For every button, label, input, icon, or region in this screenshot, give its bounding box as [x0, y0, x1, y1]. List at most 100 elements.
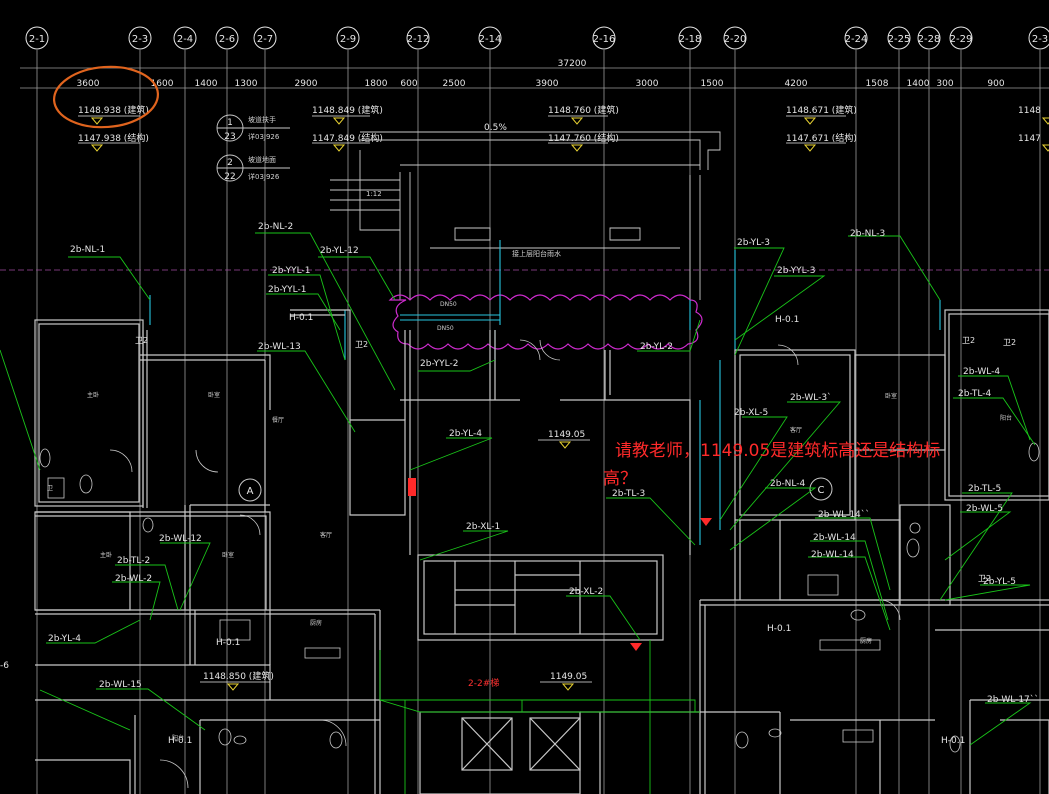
- label-yl-3: 2b-YL-3: [737, 238, 770, 248]
- label-wl-12: 2b-WL-12: [159, 534, 202, 544]
- room-label: 卫2: [135, 336, 148, 345]
- label-nl-4: 2b-NL-4: [770, 479, 806, 489]
- axis-a-c-bubbles: A C: [238, 477, 833, 502]
- cyan-pipes: [149, 240, 941, 545]
- ramp-label: 1:12: [366, 190, 382, 198]
- slope-label: 0.5%: [484, 123, 507, 133]
- axis-grid-lines: [0, 50, 1049, 794]
- room-label: 阳台: [1000, 414, 1012, 422]
- door-swings: [109, 339, 901, 789]
- stair-label: 2-2#梯: [468, 677, 499, 689]
- red-marks: [408, 478, 712, 651]
- label-wl-17: 2b-WL-17``: [987, 694, 1039, 705]
- dim-900: 900: [987, 79, 1004, 89]
- detail1-title: 坡道扶手: [248, 115, 276, 124]
- label-yyl-1a: 2b-YYL-1: [272, 266, 310, 276]
- elev-b2-building: 1148.849 (建筑): [312, 104, 383, 116]
- axis-label-2-14: 2-14: [479, 34, 502, 45]
- elev-top-left-building: 1148.938 (建筑): [78, 104, 149, 116]
- axis-label-2-3-right: 2-3: [1032, 34, 1048, 45]
- label-h01a: H-0.1: [289, 313, 313, 323]
- overall-dimension: 37200: [558, 59, 587, 69]
- canopy-outline: [330, 131, 721, 300]
- elev-right-structure: 1147: [1018, 134, 1041, 144]
- dim-1500: 1500: [701, 79, 724, 89]
- label-yl-2: 2b-YL-2: [640, 342, 673, 352]
- question-annotation: 请教老师，1149.05是建筑标高还是结构标 高？: [603, 441, 940, 489]
- elev-b4-building: 1148.671 (建筑): [786, 104, 857, 116]
- label-tl-4: 2b-TL-4: [958, 389, 991, 399]
- dim-1800: 1800: [365, 79, 388, 89]
- label-wl-14b: 2b-WL-14: [813, 533, 856, 543]
- label-yl-4b: 2b-YL-4: [48, 634, 81, 644]
- dim-1600: 1600: [151, 79, 174, 89]
- dim-2900: 2900: [295, 79, 318, 89]
- label-left-6: -6: [0, 661, 9, 671]
- label-wl-15: 2b-WL-15: [99, 680, 142, 690]
- label-nl-1: 2b-NL-1: [70, 245, 105, 255]
- elev-center: 1149.05: [548, 430, 585, 440]
- room-label: 卧室: [208, 391, 220, 399]
- label-yyl-1b: 2b-YYL-1: [268, 285, 306, 295]
- dn50-label: DN50: [440, 301, 457, 308]
- dn50-label-2: DN50: [437, 325, 454, 332]
- axis-label-2-16: 2-16: [593, 34, 616, 45]
- detail1-ref: 详03J926: [248, 132, 280, 141]
- dimension-texts: 37200 3600 1600 1400 1300 2900 1800 600 …: [77, 59, 1005, 89]
- label-wl-14c: 2b-WL-14: [811, 550, 854, 560]
- elev-b2-structure: 1147.849 (结构): [312, 132, 383, 144]
- room-label: 厨房: [310, 619, 322, 627]
- label-wl-4: 2b-WL-4: [963, 367, 1000, 377]
- detail2-title: 坡道地面: [248, 155, 276, 164]
- detail1-number: 1: [227, 118, 233, 128]
- detail1-sheet: 23: [224, 132, 235, 142]
- label-yl-5: 2b-YL-5: [983, 577, 1016, 587]
- elev-top-left-structure: 1147.938 (结构): [78, 132, 149, 144]
- axis-label-2-3: 2-3: [132, 34, 148, 45]
- room-label: 阳台: [172, 734, 184, 742]
- detail2-number: 2: [227, 158, 233, 168]
- elevation-marks: 1148.938 (建筑) 1147.938 (结构) 1148.849 (建筑…: [78, 104, 1049, 152]
- elev-b4-structure: 1147.671 (结构): [786, 132, 857, 144]
- dim-300: 300: [936, 79, 953, 89]
- elev-bottom-left: 1148.850 (建筑): [203, 670, 274, 682]
- dim-3900: 3900: [536, 79, 559, 89]
- dim-600: 600: [400, 79, 417, 89]
- label-wl-3: 2b-WL-3`: [790, 392, 832, 403]
- room-label: 主卧: [100, 551, 112, 559]
- dim-2500: 2500: [443, 79, 466, 89]
- room-labels: 卫2 卫2 卫2 卫2 卫2 主卧 卧室 客厅 餐厅 厨房 客厅 卧室 主卧 卧…: [47, 336, 1016, 742]
- axis-label-2-20: 2-20: [724, 34, 747, 45]
- room-label: 卧室: [222, 551, 234, 559]
- question-line-1: 请教老师，1149.05是建筑标高还是结构标: [615, 441, 940, 461]
- label-yyl-3: 2b-YYL-3: [777, 266, 815, 276]
- room-label: 主卧: [87, 391, 99, 399]
- orange-highlight-circle: [52, 65, 160, 129]
- label-h01e: H-0.1: [168, 736, 192, 746]
- room-label: 客厅: [790, 426, 802, 434]
- room-label: 卫2: [978, 574, 991, 583]
- label-xl-5: 2b-XL-5: [734, 408, 768, 418]
- axis-label-2-18: 2-18: [679, 34, 702, 45]
- elev-bottom-center: 1149.05: [550, 672, 587, 682]
- label-tl-5: 2b-TL-5: [968, 484, 1001, 494]
- roof-rain-note: 接上层阳台雨水: [512, 249, 561, 258]
- label-tl-2: 2b-TL-2: [117, 556, 150, 566]
- label-h01c: H-0.1: [216, 638, 240, 648]
- pipe-labels: 2b-NL-1 2b-NL-2 2b-YL-12 2b-YYL-1 2b-YYL…: [0, 222, 1039, 746]
- dim-1400: 1400: [195, 79, 218, 89]
- dim-4200: 4200: [785, 79, 808, 89]
- label-yl-4: 2b-YL-4: [449, 429, 482, 439]
- label-wl-13: 2b-WL-13: [258, 342, 301, 352]
- label-wl-2: 2b-WL-2: [115, 574, 152, 584]
- room-label: 厨房: [860, 637, 872, 645]
- detail2-sheet: 22: [224, 172, 235, 182]
- label-nl-3: 2b-NL-3: [850, 229, 885, 239]
- label-yl-12: 2b-YL-12: [320, 246, 359, 256]
- axis-label-2-12: 2-12: [407, 34, 430, 45]
- axis-bubbles: [25, 26, 1049, 50]
- axis-label-2-7: 2-7: [257, 34, 273, 45]
- label-xl-2: 2b-XL-2: [569, 587, 603, 597]
- dim-3000: 3000: [636, 79, 659, 89]
